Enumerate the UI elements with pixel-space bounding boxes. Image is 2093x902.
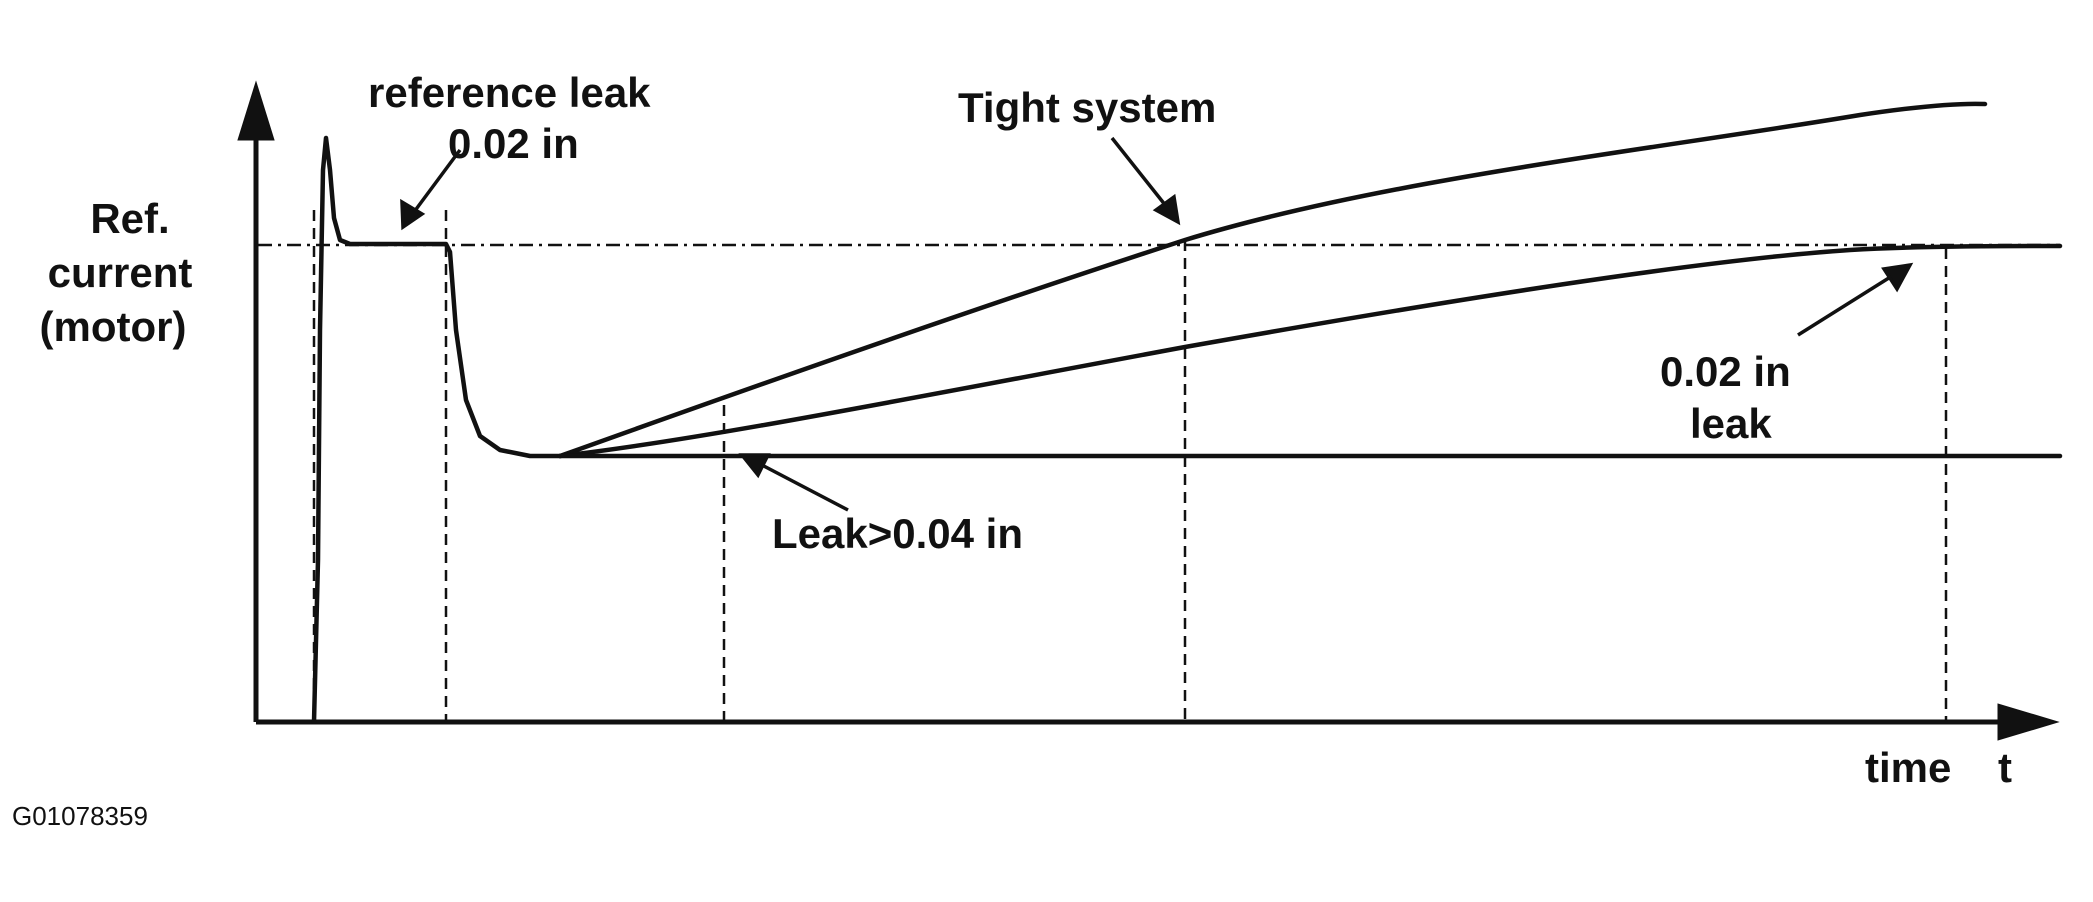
- curves: [311, 101, 2063, 725]
- x-axis-arrowhead: [1997, 703, 2060, 741]
- label-reference-leak-line1: reference leak: [368, 69, 651, 116]
- arrow-reference-leak-head: [400, 198, 426, 231]
- label-tight-system: Tight system: [958, 84, 1216, 131]
- x-axis-symbol: t: [1998, 744, 2012, 791]
- arrow-large-leak: [759, 462, 849, 512]
- arrow-tight-system: [1110, 136, 1168, 208]
- arrow-small-leak-head: [1881, 262, 1914, 293]
- figure-id: G01078359: [12, 801, 148, 831]
- label-large-leak: Leak>0.04 in: [772, 510, 1023, 557]
- label-small-leak-line2: leak: [1690, 400, 1772, 447]
- common-startup-curve: [311, 135, 563, 725]
- y-axis-label-line3: (motor): [40, 303, 187, 350]
- curve-leak-0-02: [557, 243, 2063, 459]
- label-small-leak-line1: 0.02 in: [1660, 348, 1791, 395]
- annotation-arrows: [400, 136, 1914, 512]
- arrow-tight-system-head: [1152, 193, 1181, 226]
- axes: [237, 80, 2060, 741]
- label-reference-leak-line2: 0.02 in: [448, 120, 579, 167]
- arrow-large-leak-head: [738, 453, 771, 479]
- arrow-small-leak: [1797, 274, 1893, 337]
- y-axis-label-line2: current: [48, 249, 193, 296]
- arrow-reference-leak: [412, 148, 462, 214]
- curve-tight-system: [557, 101, 1988, 459]
- x-axis-label: time: [1865, 744, 1951, 791]
- y-axis-label-line1: Ref.: [90, 195, 169, 242]
- y-axis-arrowhead: [237, 80, 275, 141]
- time-markers: [312, 210, 1948, 722]
